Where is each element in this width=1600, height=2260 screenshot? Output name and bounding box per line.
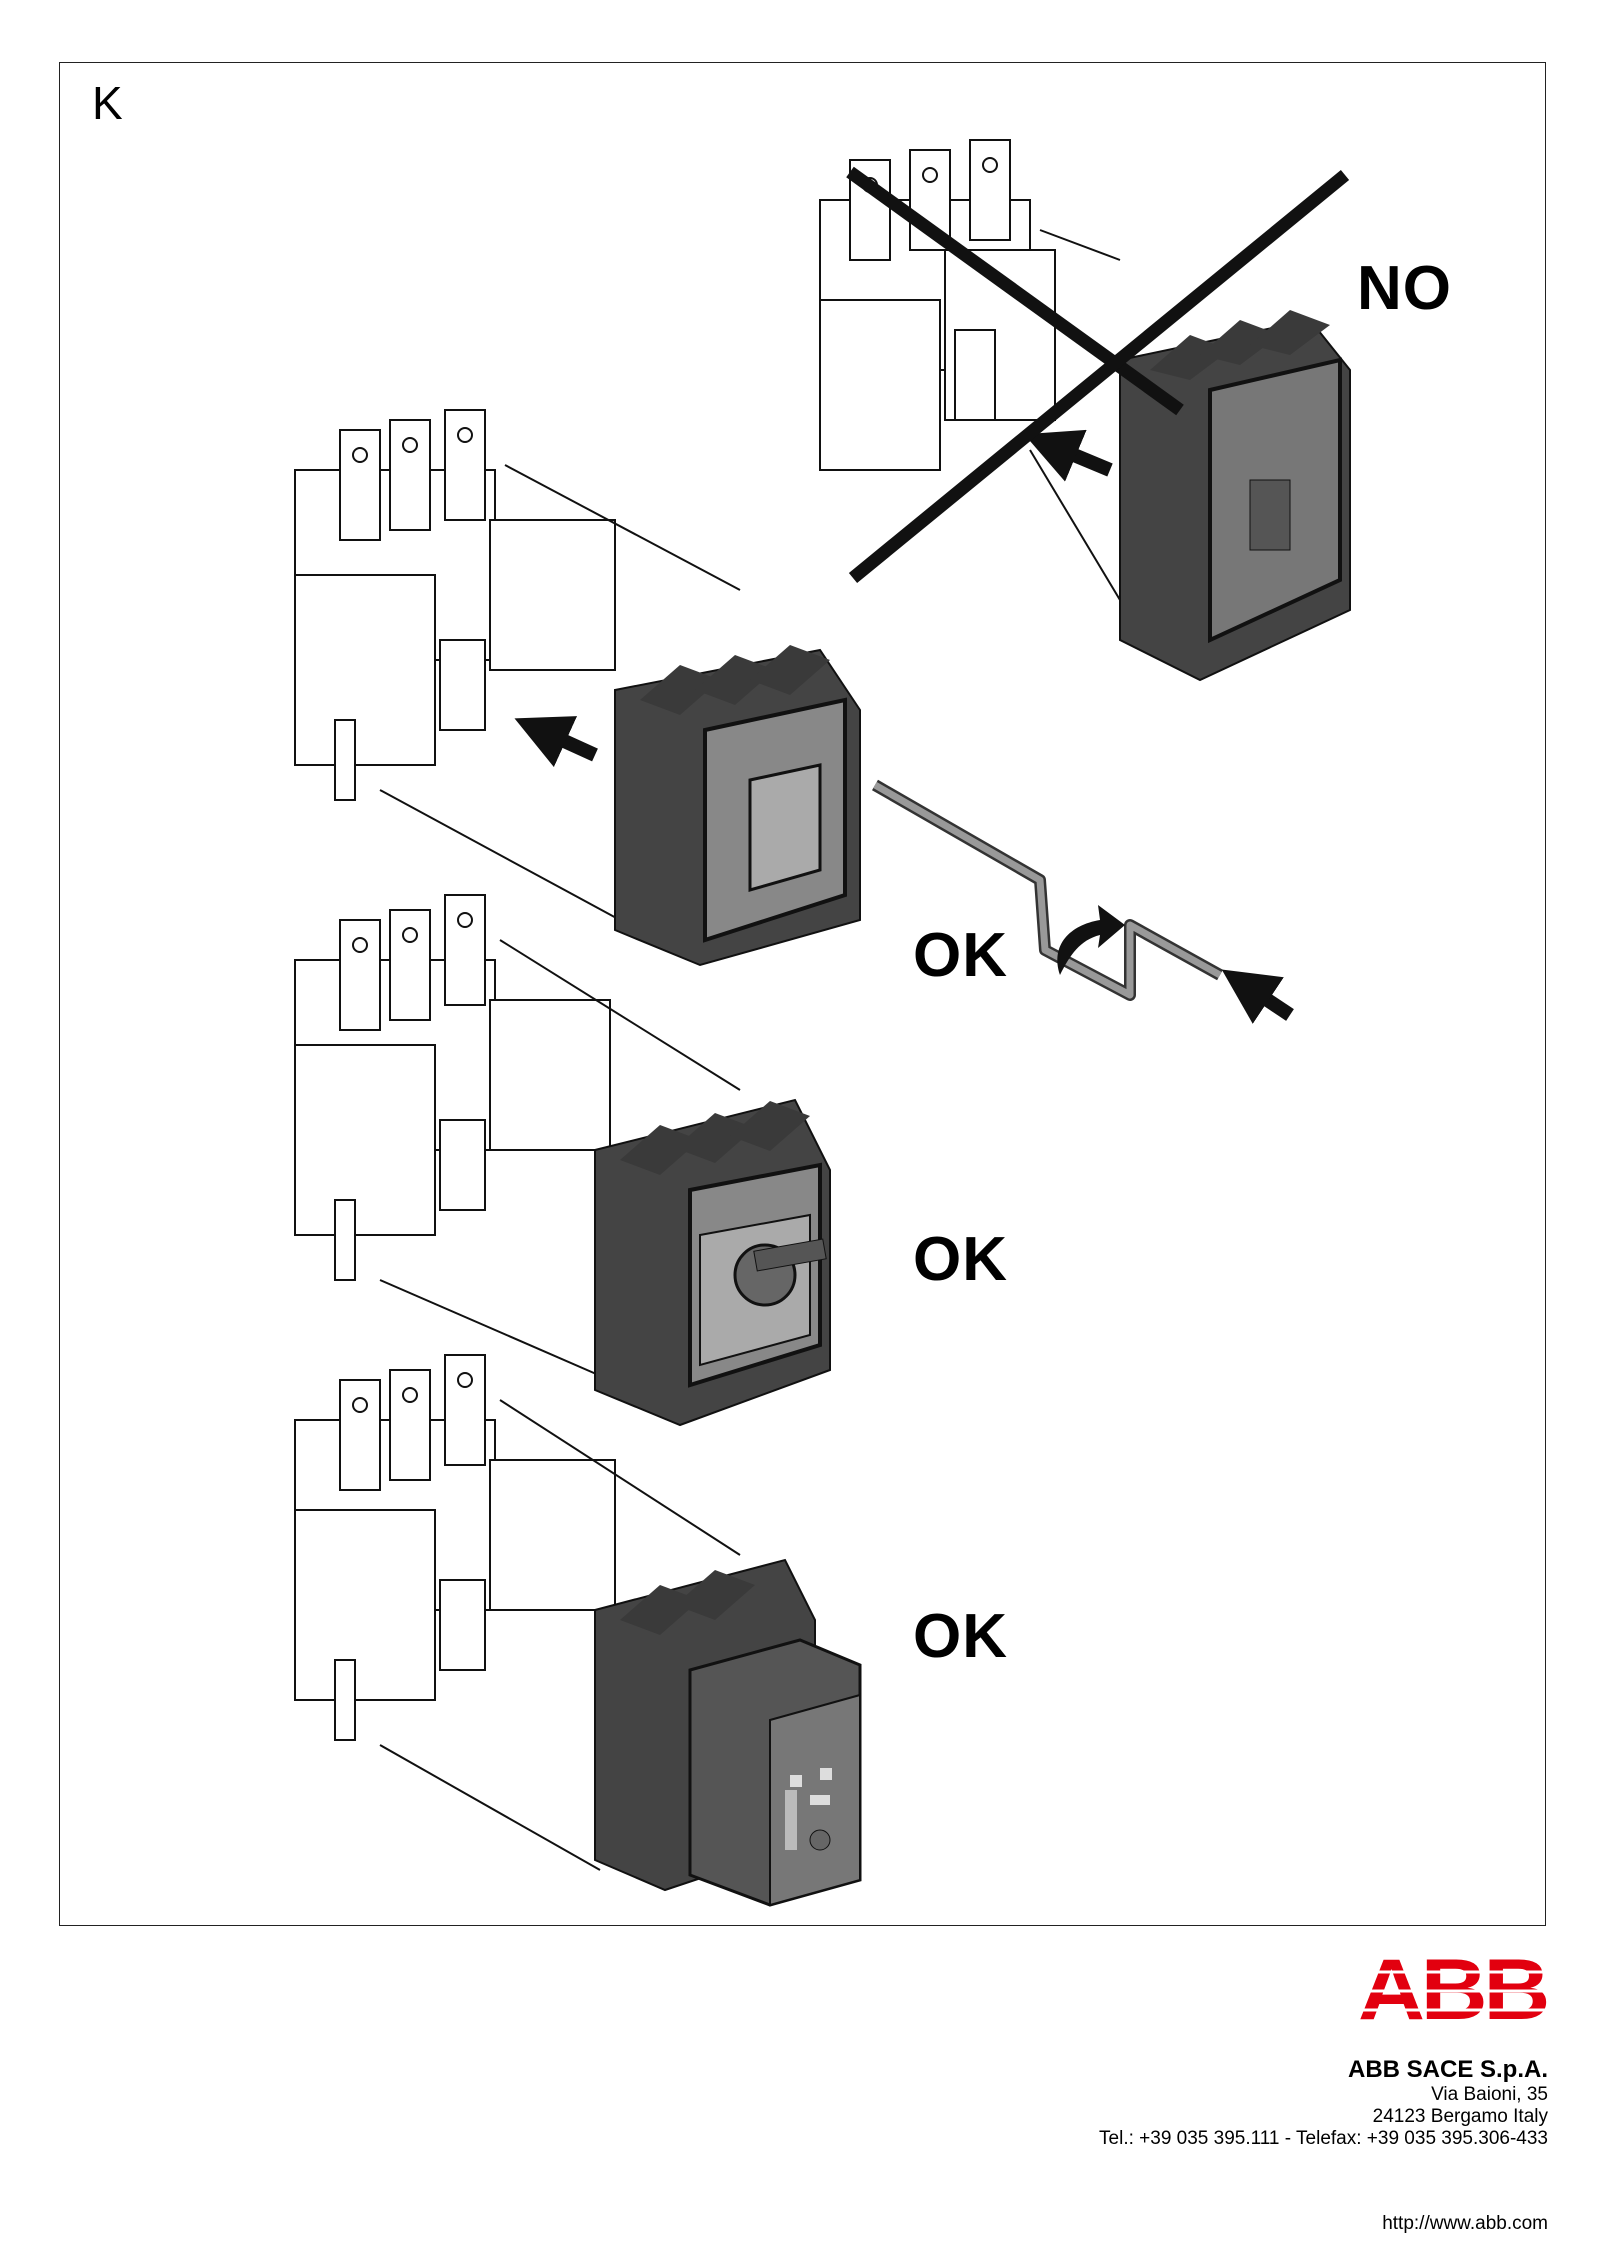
section-letter: K	[92, 77, 123, 129]
verdict-label-ok-3: OK	[913, 1602, 1008, 1671]
operating-rod	[872, 779, 1223, 1001]
push-arrow	[1221, 969, 1294, 1024]
breaker-4	[594, 1558, 862, 1907]
website-link[interactable]: http://www.abb.com	[1382, 2213, 1548, 2234]
illustration-frame	[59, 62, 1546, 1926]
base-unit-3	[294, 894, 741, 1381]
breaker-1	[1119, 310, 1351, 682]
base-unit-2	[294, 409, 741, 921]
company-address-block: ABB SACE S.p.A. Via Baioni, 35 24123 Ber…	[1099, 2056, 1548, 2150]
cross-out-mark	[846, 166, 1350, 584]
phone-fax: Tel.: +39 035 395.111 - Telefax: +39 035…	[1099, 2128, 1548, 2149]
verdict-label-ok-2: OK	[913, 1225, 1008, 1294]
insert-arrow-2	[514, 716, 598, 768]
verdict-label-no: NO	[1357, 254, 1452, 323]
address-city: 24123 Bergamo Italy	[1372, 2106, 1548, 2127]
base-unit-1	[819, 139, 1121, 601]
base-unit-4	[294, 1354, 741, 1871]
breaker-2	[614, 645, 861, 967]
abb-logo: ABB	[1356, 1953, 1548, 2029]
rotate-arrow	[1057, 905, 1125, 975]
company-name: ABB SACE S.p.A.	[1347, 2056, 1548, 2083]
address-street: Via Baioni, 35	[1431, 2084, 1548, 2105]
verdict-label-ok-1: OK	[913, 921, 1008, 990]
insert-arrow-1	[1024, 429, 1113, 482]
breaker-3	[594, 1098, 831, 1427]
